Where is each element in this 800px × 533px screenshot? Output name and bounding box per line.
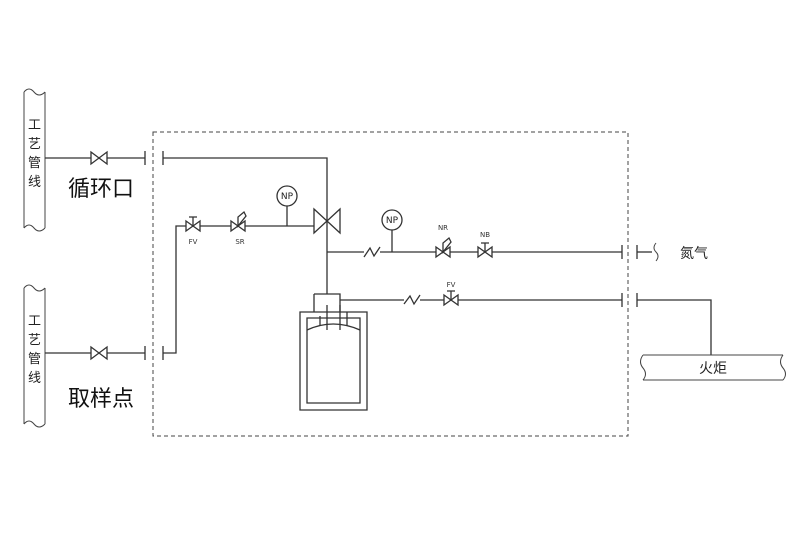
process-pipe-bottom: 工 艺 管 线 <box>23 284 46 428</box>
process-pipe-bottom-char-3: 管 <box>28 352 41 367</box>
gauge-2-tag: NP <box>386 216 399 226</box>
process-pipe-top-char-3: 管 <box>28 156 41 171</box>
sample-cylinder <box>299 252 404 411</box>
sampling-branch <box>185 185 341 252</box>
skid-boundary <box>152 131 629 437</box>
process-pipe-top-char-2: 艺 <box>28 137 41 152</box>
check-valve-1 <box>363 246 381 258</box>
flare-line <box>403 290 712 355</box>
process-pipe-top-char-4: 线 <box>28 175 41 190</box>
nr-tag: NR <box>438 224 448 232</box>
fv-valve-1 <box>185 219 201 233</box>
nb-valve <box>477 245 493 259</box>
sampling-line <box>45 225 186 361</box>
fv-2-tag: FV <box>447 281 456 289</box>
gauge-1-tag: NP <box>281 192 294 202</box>
flare-header <box>640 354 786 381</box>
process-pipe-bottom-char-1: 工 <box>28 314 41 329</box>
sr-tag: SR <box>235 238 244 246</box>
nr-valve <box>435 245 451 259</box>
flare-label: 火炬 <box>699 361 727 377</box>
circulation-line <box>45 150 328 211</box>
nitrogen-line <box>327 209 659 262</box>
check-valve-2 <box>403 294 421 306</box>
fv-1-tag: FV <box>189 238 198 246</box>
sr-valve <box>230 219 246 233</box>
fv-valve-2 <box>443 293 459 307</box>
circulation-port-label: 循环口 <box>68 177 134 202</box>
process-pipe-bottom-char-2: 艺 <box>28 333 41 348</box>
process-pipe-top-char-1: 工 <box>28 118 41 133</box>
nitrogen-label: 氮气 <box>680 246 708 262</box>
nb-tag: NB <box>480 231 490 239</box>
three-way-valve <box>313 207 328 235</box>
process-pipe-top: 工 艺 管 线 <box>23 88 46 232</box>
sampling-point-label: 取样点 <box>68 387 134 412</box>
process-pipe-bottom-char-4: 线 <box>28 371 41 386</box>
